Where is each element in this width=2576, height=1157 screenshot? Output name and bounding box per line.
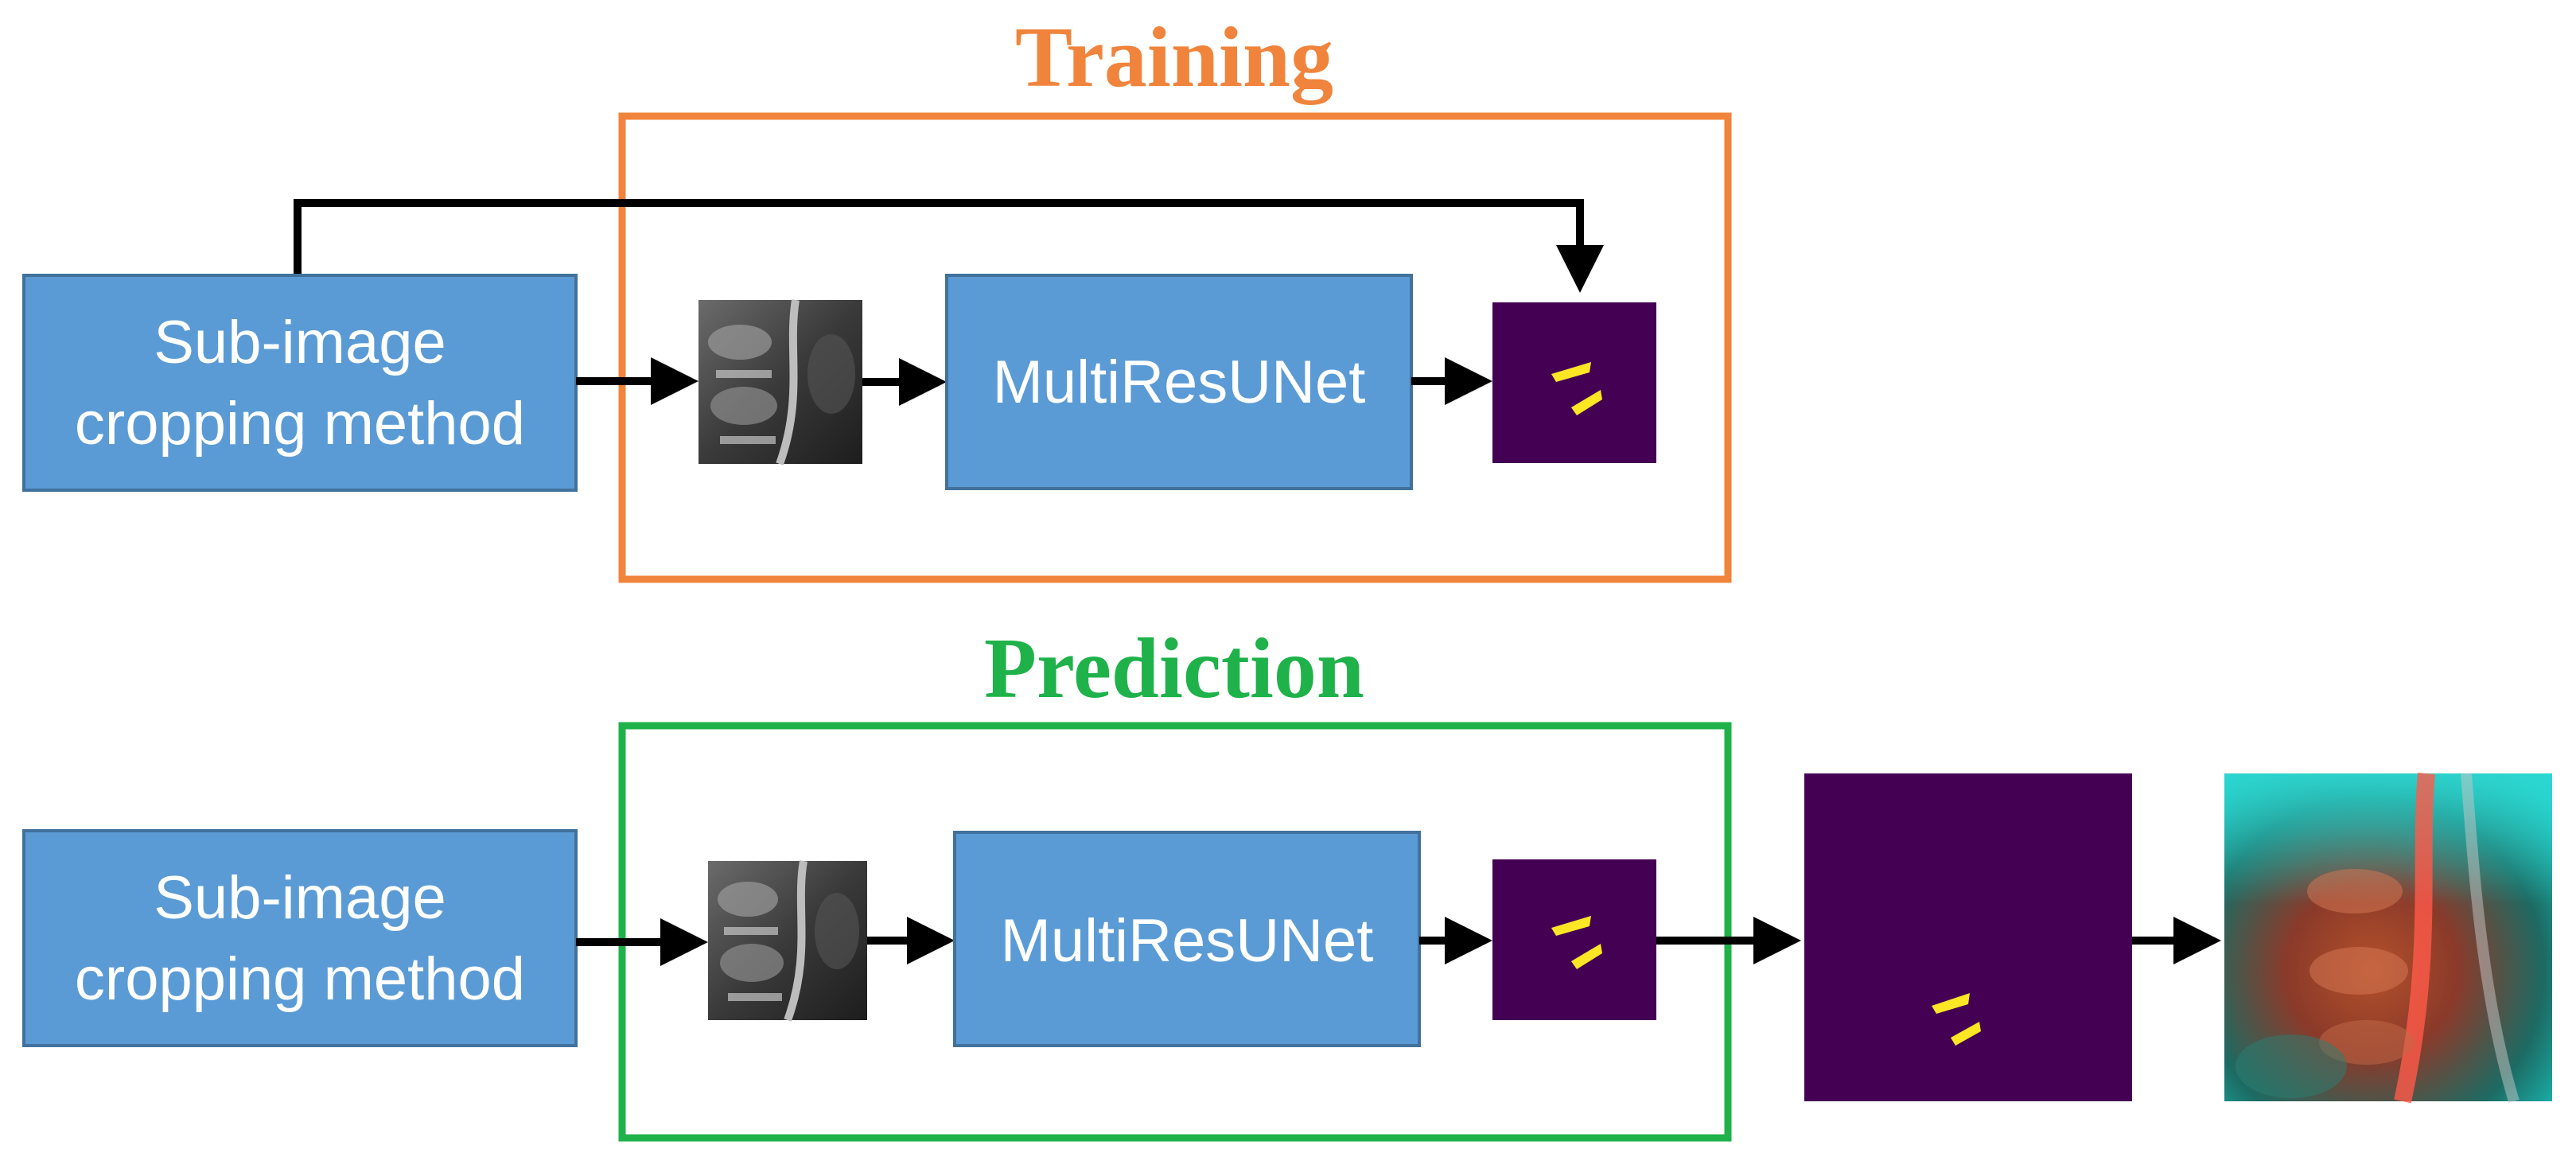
overlay-result-image — [2224, 772, 2552, 1104]
training-crop-box: Sub-image cropping method — [22, 274, 578, 492]
training-label-connector-arrow — [294, 199, 1604, 293]
prediction-crop-box: Sub-image cropping method — [22, 829, 578, 1047]
training-frame — [618, 112, 1732, 583]
prediction-crop-label-line2: cropping method — [75, 945, 525, 1013]
prediction-mri-image — [708, 860, 867, 1022]
training-title: Training — [1015, 10, 1333, 105]
training-model-box: MultiResUNet — [945, 274, 1413, 490]
training-crop-label-line2: cropping method — [75, 390, 525, 458]
training-mri-image — [698, 299, 862, 466]
full-size-mask-image — [1804, 773, 2132, 1101]
training-mask-image — [1492, 302, 1656, 463]
training-crop-label-line1: Sub-image — [154, 309, 446, 376]
prediction-model-box: MultiResUNet — [953, 831, 1421, 1047]
prediction-mask-image — [1492, 859, 1656, 1020]
prediction-crop-label-line1: Sub-image — [154, 864, 446, 932]
prediction-frame — [618, 722, 1732, 1142]
prediction-title: Prediction — [984, 621, 1364, 716]
training-model-label: MultiResUNet — [993, 349, 1366, 416]
prediction-model-label: MultiResUNet — [1001, 907, 1374, 975]
